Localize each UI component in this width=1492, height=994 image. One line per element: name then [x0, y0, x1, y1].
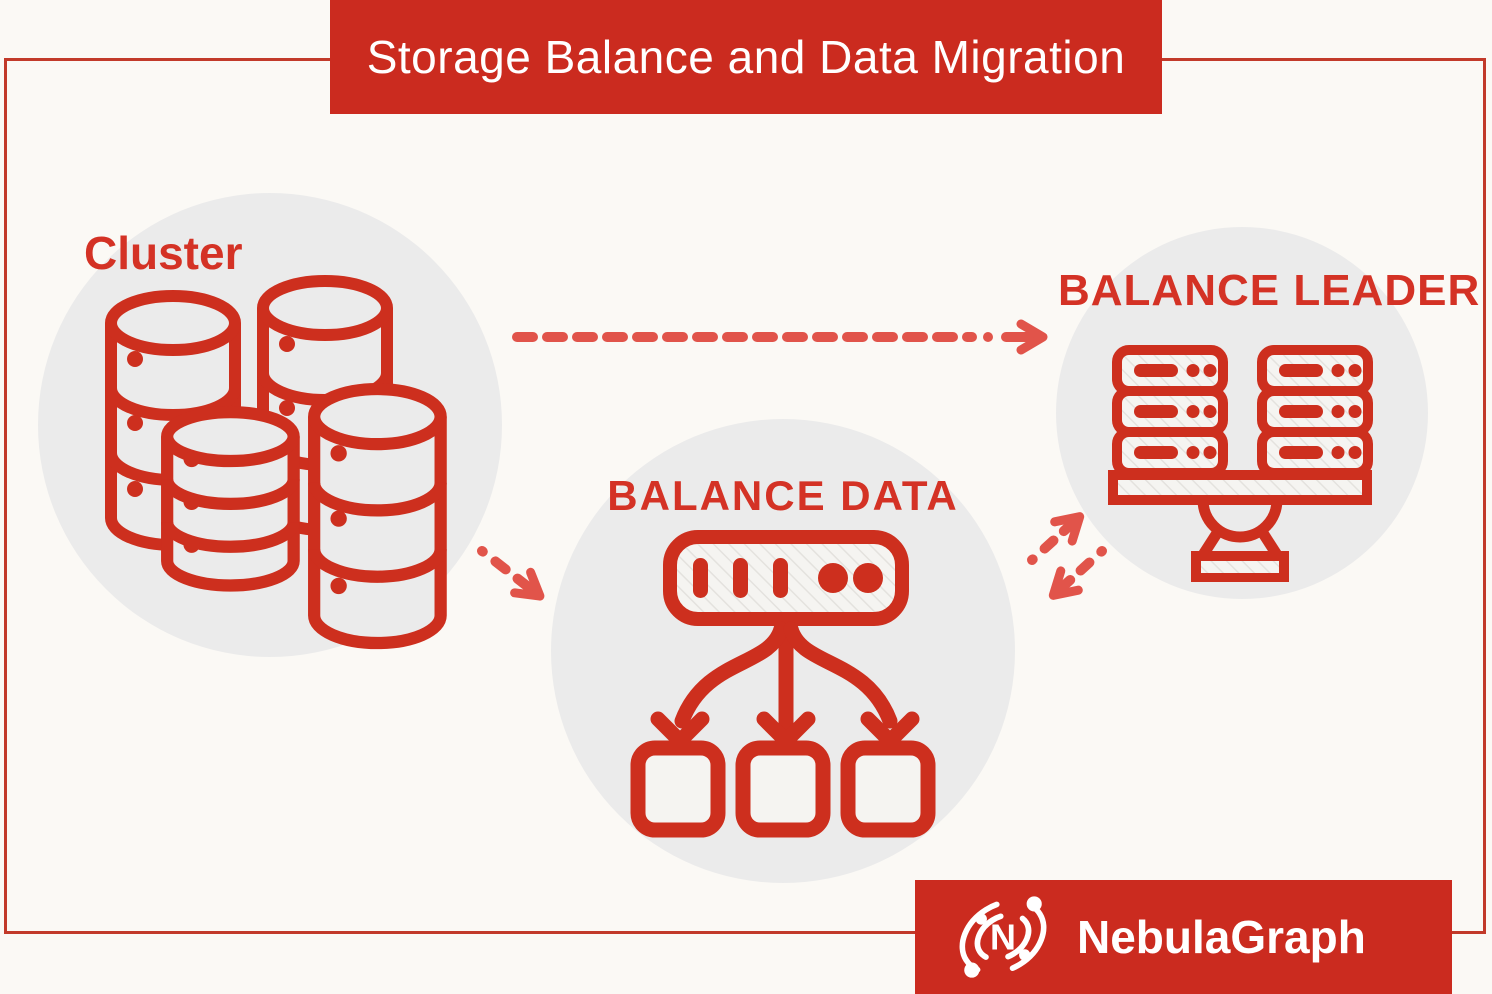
title-banner: Storage Balance and Data Migration	[330, 0, 1162, 114]
nebulagraph-logo-icon: N	[959, 896, 1047, 978]
database-cluster-icon	[95, 270, 475, 670]
balance-data-label: BALANCE DATA	[607, 472, 959, 519]
logo-letter: N	[990, 916, 1016, 957]
balance-leader-label: BALANCE LEADER	[1058, 266, 1481, 315]
page-title: Storage Balance and Data Migration	[366, 31, 1126, 83]
brand-name: NebulaGraph	[1077, 911, 1366, 963]
footer-banner: N NebulaGraph	[915, 880, 1452, 994]
server-distribution-icon	[630, 530, 936, 838]
server-balance-scale-icon	[1108, 342, 1400, 582]
cluster-label: Cluster	[84, 227, 243, 279]
